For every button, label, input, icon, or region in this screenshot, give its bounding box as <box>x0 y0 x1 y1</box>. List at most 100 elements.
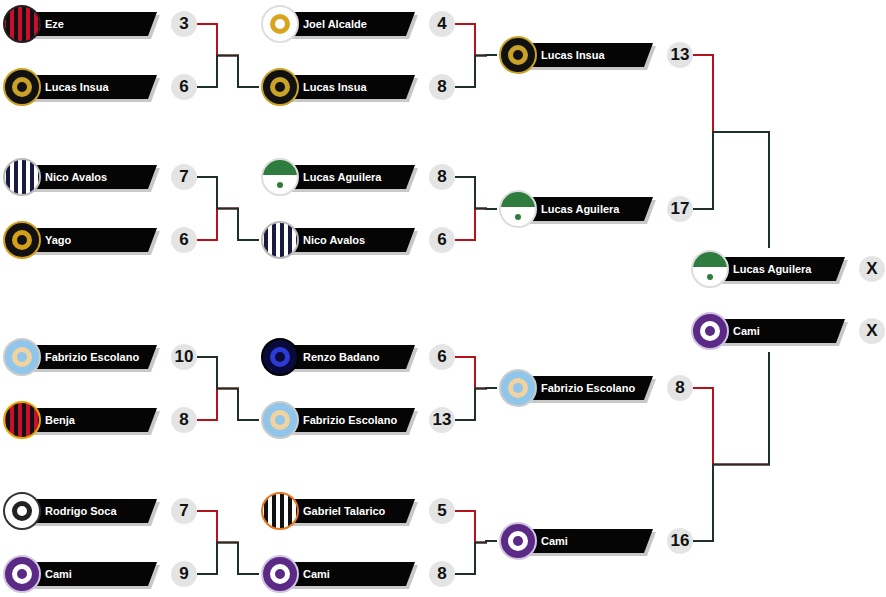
score-number: 8 <box>437 164 446 190</box>
crest-emblem <box>12 564 32 584</box>
score-number: 8 <box>437 561 446 587</box>
team-crest <box>260 554 300 594</box>
bracket-connector <box>197 511 259 574</box>
bracket-connector <box>455 24 497 56</box>
crest-emblem <box>700 321 720 341</box>
bracket-connector <box>693 55 769 248</box>
crest-pattern <box>12 347 32 367</box>
crest-emblem-core <box>275 19 285 29</box>
bracket-connector <box>197 56 259 88</box>
crest-ring <box>4 339 40 375</box>
team-name: Lucas Insua <box>541 43 605 67</box>
score-badge: 8 <box>429 561 455 587</box>
score-number: 5 <box>437 498 446 524</box>
crest-ground <box>262 339 298 375</box>
team-name: Eze <box>45 12 64 36</box>
crest-pattern <box>508 45 528 65</box>
crest-emblem <box>12 77 32 97</box>
crest-ground <box>4 493 40 529</box>
team-entry: Nico Avalos7 <box>1 156 197 198</box>
crest-ring <box>4 159 40 195</box>
score-number: 6 <box>437 227 446 253</box>
team-entry: Fabrizio Escolano 8 <box>497 367 693 409</box>
team-name: Gabriel Talarico <box>303 499 385 523</box>
crest-ring <box>262 6 298 42</box>
crest-pattern <box>690 249 730 280</box>
crest-emblem-core <box>17 82 27 92</box>
crest-emblem-core <box>513 536 523 546</box>
crest-ground <box>4 339 40 375</box>
crest-emblem-core <box>17 235 27 245</box>
crest-ring <box>692 251 728 287</box>
score-badge: 5 <box>429 498 455 524</box>
team-entry: Joel Alcalde4 <box>259 3 455 45</box>
crest-pattern <box>12 501 32 521</box>
team-name: Cami <box>45 562 72 586</box>
score-badge: 7 <box>171 498 197 524</box>
team-crest <box>2 157 42 197</box>
score-badge: X <box>859 318 885 344</box>
crest-ring <box>500 370 536 406</box>
team-name: Yago <box>45 228 71 252</box>
crest-emblem <box>270 410 290 430</box>
crest-ring <box>262 159 298 195</box>
bracket-connector <box>455 388 497 420</box>
crest-ring <box>4 6 40 42</box>
team-entry: Cami 9 <box>1 553 197 595</box>
team-name: Lucas Insua <box>45 75 109 99</box>
team-name: Rodrigo Soca <box>45 499 117 523</box>
crest-ring <box>4 222 40 258</box>
team-name: Fabrizio Escolano <box>541 376 635 400</box>
crest-ring <box>4 69 40 105</box>
crest-ground <box>4 69 40 105</box>
score-badge: 8 <box>667 375 693 401</box>
crest-pattern <box>270 564 290 584</box>
team-name: Benja <box>45 408 75 432</box>
crest-ground <box>262 556 298 592</box>
crest-pattern <box>508 378 528 398</box>
crest-emblem <box>12 501 32 521</box>
crest-pattern <box>260 157 300 188</box>
crest-emblem <box>270 14 290 34</box>
team-entry: Cami 8 <box>259 553 455 595</box>
crest-ground <box>500 370 536 406</box>
crest-ring <box>262 69 298 105</box>
score-number: 13 <box>671 42 690 68</box>
bracket-connector <box>455 209 497 241</box>
team-name: Fabrizio Escolano <box>45 345 139 369</box>
team-crest <box>2 67 42 107</box>
team-crest <box>498 521 538 561</box>
crest-ring <box>262 556 298 592</box>
score-number: X <box>866 318 877 344</box>
team-name: Renzo Badano <box>303 345 379 369</box>
team-crest <box>260 67 300 107</box>
bracket-connector <box>455 55 497 87</box>
team-entry: Fabrizio Escolano10 <box>1 336 197 378</box>
crest-ground <box>262 69 298 105</box>
crest-pattern <box>270 77 290 97</box>
team-name: Cami <box>733 319 760 343</box>
score-badge: 16 <box>667 528 693 554</box>
crest-pattern <box>12 77 32 97</box>
score-badge: 6 <box>171 227 197 253</box>
crest-emblem <box>270 564 290 584</box>
crest-ground <box>4 222 40 258</box>
team-entry: Cami X <box>689 310 885 352</box>
crest-stripe <box>22 157 26 197</box>
crest-ground <box>262 402 298 438</box>
score-number: 7 <box>179 164 188 190</box>
score-badge: 13 <box>429 407 455 433</box>
team-name: Lucas Aguilera <box>733 257 811 281</box>
score-badge: 8 <box>171 407 197 433</box>
team-crest <box>2 220 42 260</box>
score-badge: 3 <box>171 11 197 37</box>
crest-pattern <box>270 347 290 367</box>
team-crest <box>260 400 300 440</box>
crest-pattern <box>508 531 528 551</box>
crest-stripe <box>272 220 276 260</box>
team-crest <box>260 491 300 531</box>
score-badge: 8 <box>429 164 455 190</box>
score-badge: 9 <box>171 561 197 587</box>
crest-emblem-core <box>275 352 285 362</box>
team-name: Cami <box>303 562 330 586</box>
